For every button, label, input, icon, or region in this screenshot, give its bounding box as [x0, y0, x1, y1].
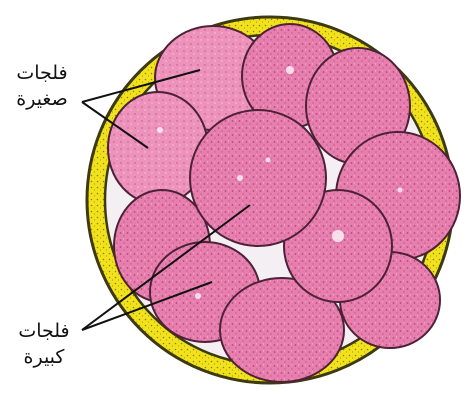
label-small-line1: فلجات — [2, 60, 82, 86]
label-large-line2: كبيرة — [4, 344, 84, 370]
label-large-line1: فلجات — [4, 318, 84, 344]
label-small-line2: صغيرة — [2, 86, 82, 112]
blastomere-center — [190, 110, 326, 246]
label-small-blastomeres: فلجات صغيرة — [2, 60, 82, 112]
label-large-blastomeres: فلجات كبيرة — [4, 318, 84, 370]
